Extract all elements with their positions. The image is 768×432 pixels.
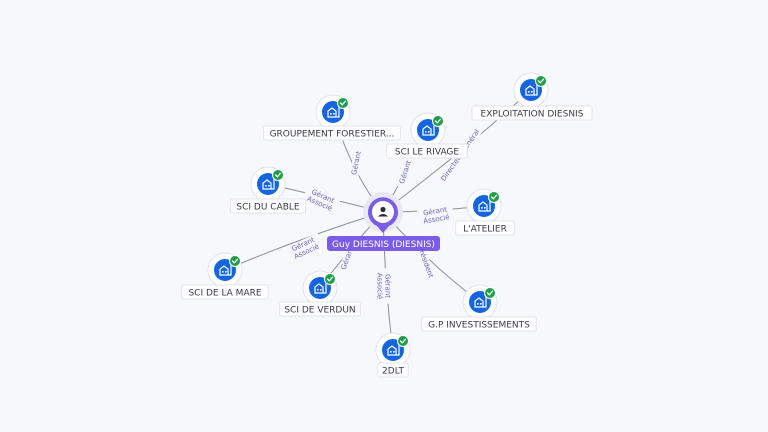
company-label-bg: [181, 284, 269, 300]
person-icon: [377, 206, 389, 217]
check-badge-icon: [397, 335, 409, 347]
building-icon: [525, 85, 538, 96]
check-badge-icon: [484, 287, 496, 299]
company-node-latelier[interactable]: L'ATELIER: [455, 188, 515, 236]
company-label: GROUPEMENT FORESTIER...: [270, 130, 395, 140]
company-label: SCI DE VERDUN: [284, 306, 355, 316]
company-node-2dlt[interactable]: 2DLT: [375, 332, 411, 378]
company-label: SCI DE LA MARE: [188, 289, 261, 299]
company-label: SCI DU CABLE: [236, 203, 300, 213]
edge-label-bg: [301, 185, 341, 216]
check-badge-icon: [432, 115, 444, 127]
company-label-bg: [471, 105, 593, 121]
edge-label-bg: [396, 155, 415, 189]
building-icon: [314, 283, 327, 294]
edge-label-bg: [348, 146, 365, 180]
company-node-sci-mare[interactable]: SCI DE LA MARE: [181, 252, 269, 300]
edge-label-bg: [416, 203, 455, 227]
check-badge-icon: [535, 75, 547, 87]
check-badge-icon: [272, 169, 284, 181]
edge-role-label: Gérant: [384, 274, 392, 298]
company-label: L'ATELIER: [463, 225, 507, 235]
check-badge-icon: [324, 273, 336, 285]
building-icon: [474, 297, 487, 308]
company-label-bg: [386, 143, 468, 159]
building-icon: [422, 125, 435, 136]
company-node-sci-verdun[interactable]: SCI DE VERDUN: [279, 270, 361, 317]
company-label: G.P INVESTISSEMENTS: [428, 321, 530, 331]
company-node-groupement[interactable]: GROUPEMENT FORESTIER...: [263, 94, 401, 141]
center-label: Guy DIESNIS (DIESNIS): [332, 240, 435, 250]
company-node-sci-cable[interactable]: SCI DU CABLE: [229, 166, 307, 214]
company-label-bg: [421, 316, 537, 332]
company-node-sci-rivage[interactable]: SCI LE RIVAGE: [386, 112, 468, 159]
company-label-bg: [455, 220, 515, 236]
edge-label-bg: [413, 240, 438, 285]
edge-role-label: Gérant: [398, 159, 413, 185]
company-label-bg: [229, 198, 307, 214]
building-icon: [219, 265, 232, 276]
check-badge-icon: [488, 191, 500, 203]
center-person-node[interactable]: Guy DIESNIS (DIESNIS): [327, 192, 440, 251]
company-label: 2DLT: [382, 367, 404, 377]
edge-label-sci-rivage: Gérant: [396, 155, 415, 189]
edge-label-groupement: Gérant: [348, 146, 365, 180]
building-icon: [387, 345, 400, 356]
company-label-bg: [377, 362, 409, 378]
check-badge-icon: [229, 255, 241, 267]
company-label: SCI LE RIVAGE: [395, 148, 460, 158]
building-icon: [327, 107, 340, 118]
center-label-bg: [327, 236, 440, 251]
company-label-bg: [263, 125, 401, 141]
company-node-gp-invest[interactable]: G.P INVESTISSEMENTS: [421, 284, 537, 332]
nodes-layer: GROUPEMENT FORESTIER...SCI LE RIVAGE EXPL…: [181, 72, 593, 378]
company-label-bg: [279, 301, 361, 317]
building-icon: [262, 179, 275, 190]
edge-role-label: Associé: [376, 273, 384, 299]
company-label: EXPLOITATION DIESNIS: [481, 110, 584, 120]
edge-label-bg: [375, 268, 392, 304]
company-node-exploitation[interactable]: EXPLOITATION DIESNIS: [471, 72, 593, 121]
building-icon: [478, 201, 491, 212]
check-badge-icon: [337, 97, 349, 109]
edge-label-bg: [285, 232, 325, 264]
